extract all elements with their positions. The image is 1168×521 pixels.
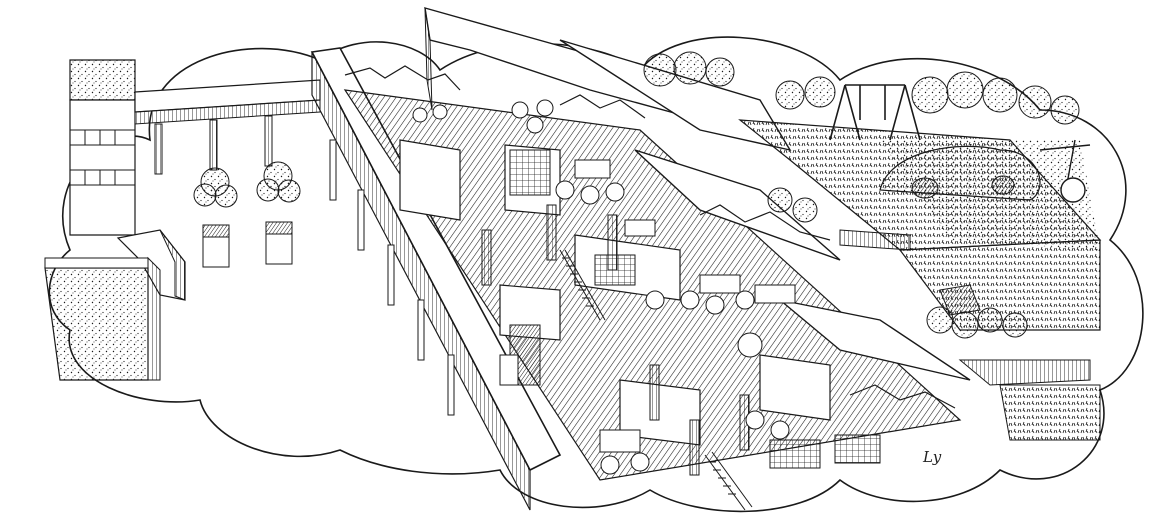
left-courtyard — [44, 59, 321, 381]
artist-signature: Ly — [923, 448, 942, 466]
cutaway-building — [310, 7, 971, 511]
planter-tree-2 — [256, 161, 301, 265]
swing-set — [829, 84, 921, 141]
play-mound — [879, 145, 1041, 201]
furniture — [412, 99, 796, 475]
cloud-outline — [48, 36, 1144, 513]
planter-tree-1 — [193, 167, 238, 268]
staircase — [559, 249, 753, 511]
tree-canopy — [643, 51, 1080, 125]
playground-landscape — [643, 51, 1102, 441]
